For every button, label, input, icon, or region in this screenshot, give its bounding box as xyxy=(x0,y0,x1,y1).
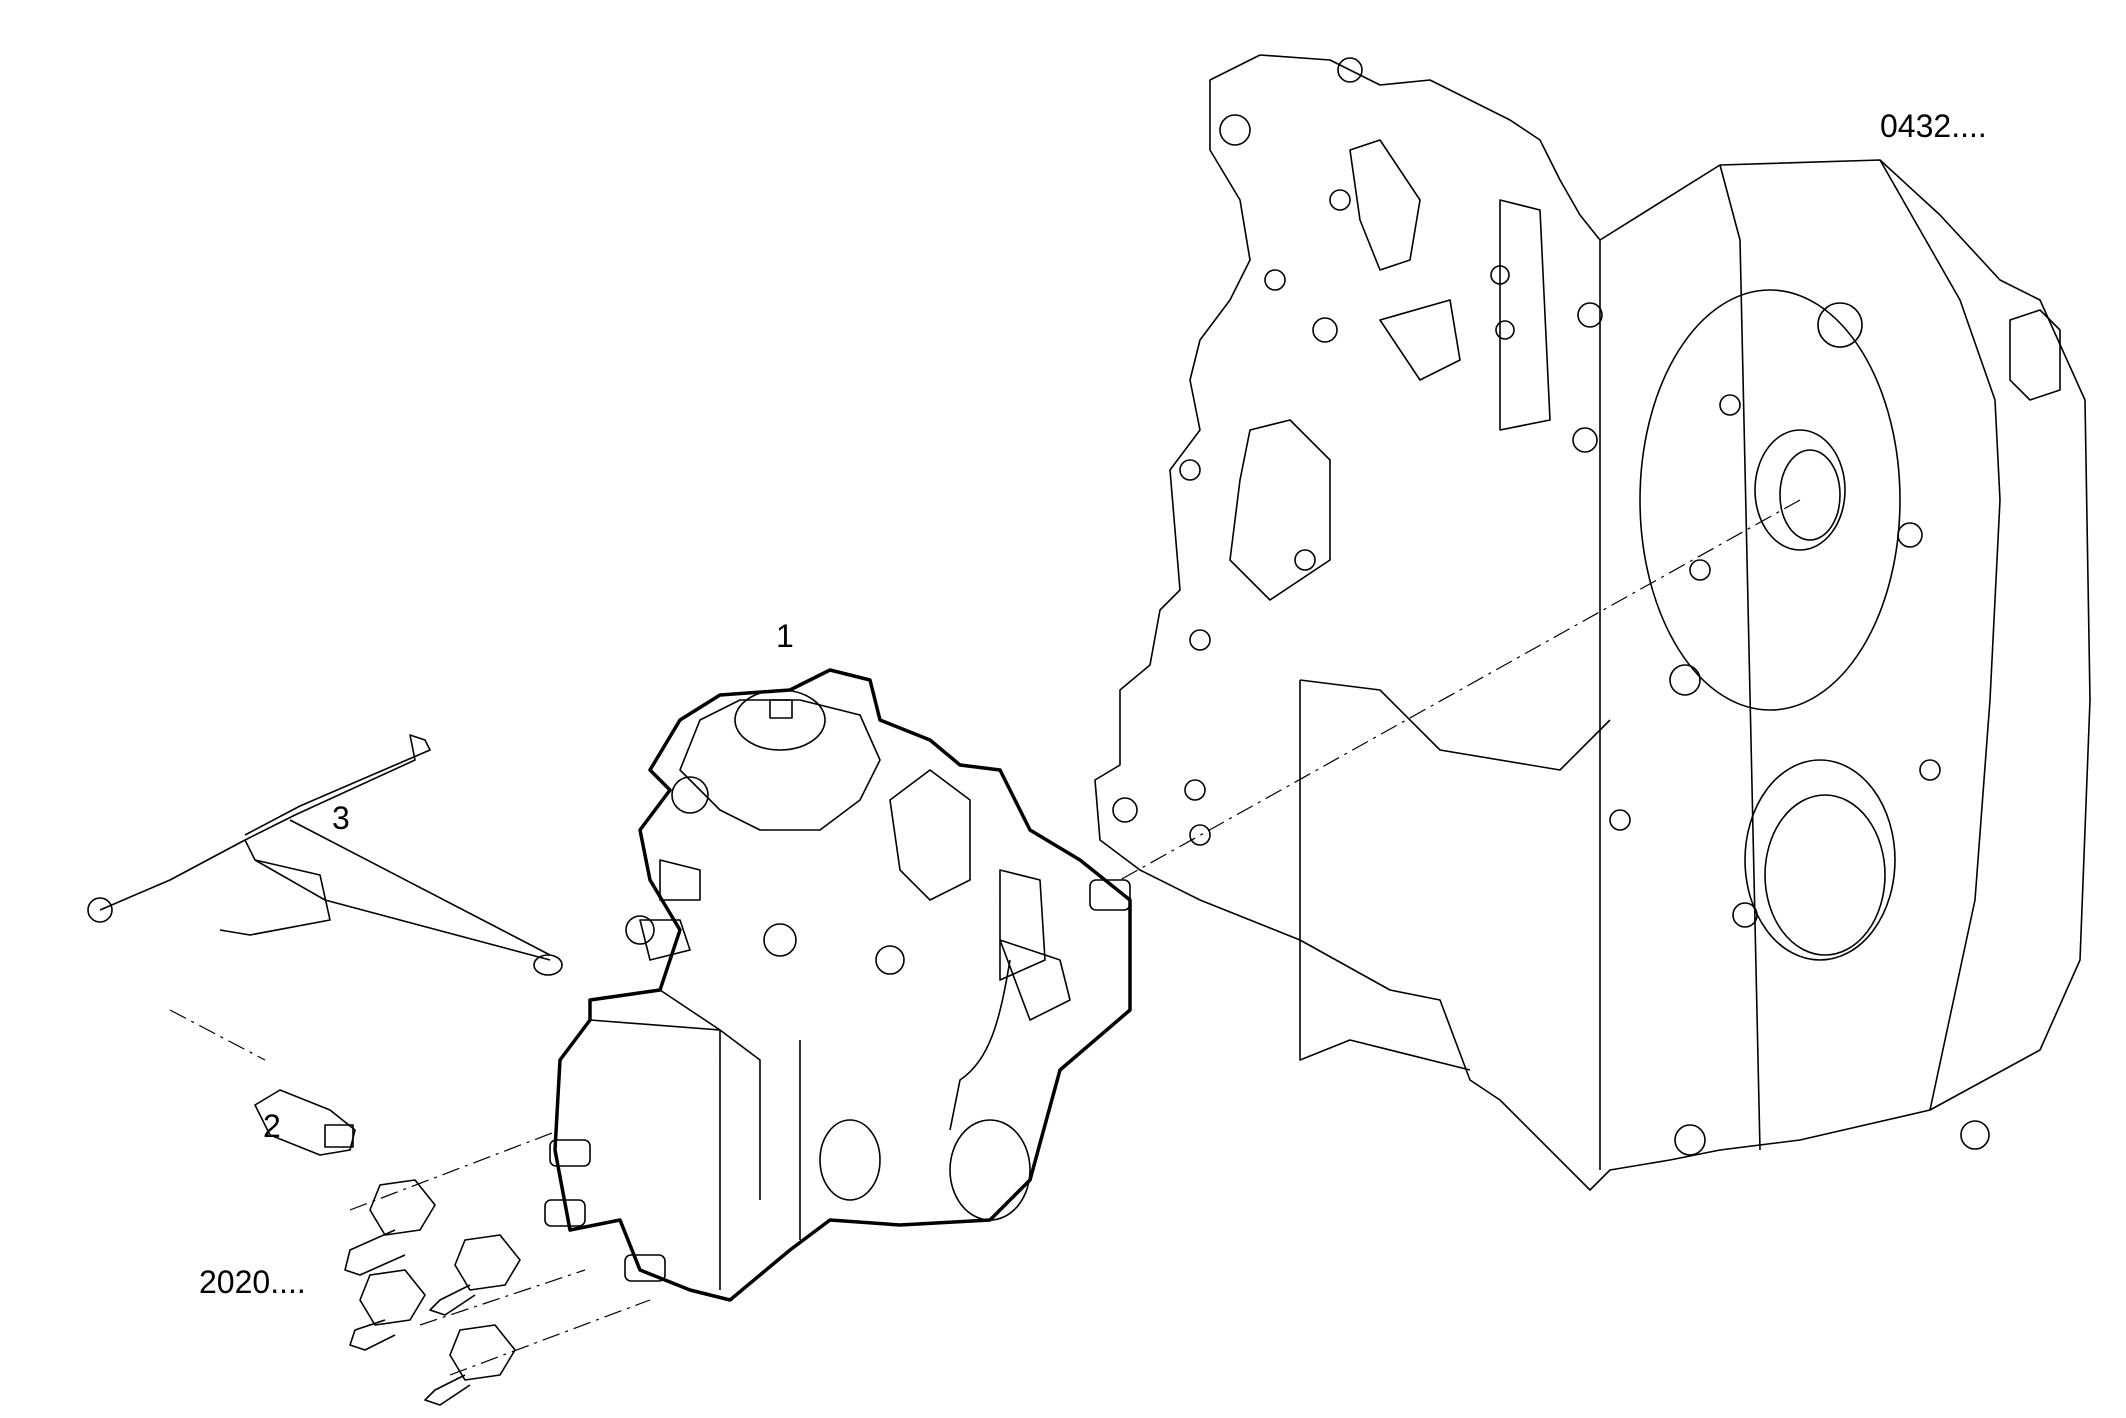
callout-housing-reference: 0432.... xyxy=(1880,108,1987,144)
callout-pump: 1 xyxy=(776,618,794,654)
wiring-harness xyxy=(87,734,563,976)
callout-sensor: 2 xyxy=(263,1108,281,1144)
fittings xyxy=(344,1179,521,1406)
injection-pump xyxy=(544,668,1132,1302)
alignment-lines xyxy=(169,499,1801,1376)
sensor xyxy=(254,1089,356,1156)
callout-fittings-reference: 2020.... xyxy=(199,1264,306,1300)
callout-harness: 3 xyxy=(332,800,350,836)
gear-housing xyxy=(1094,54,2091,1191)
